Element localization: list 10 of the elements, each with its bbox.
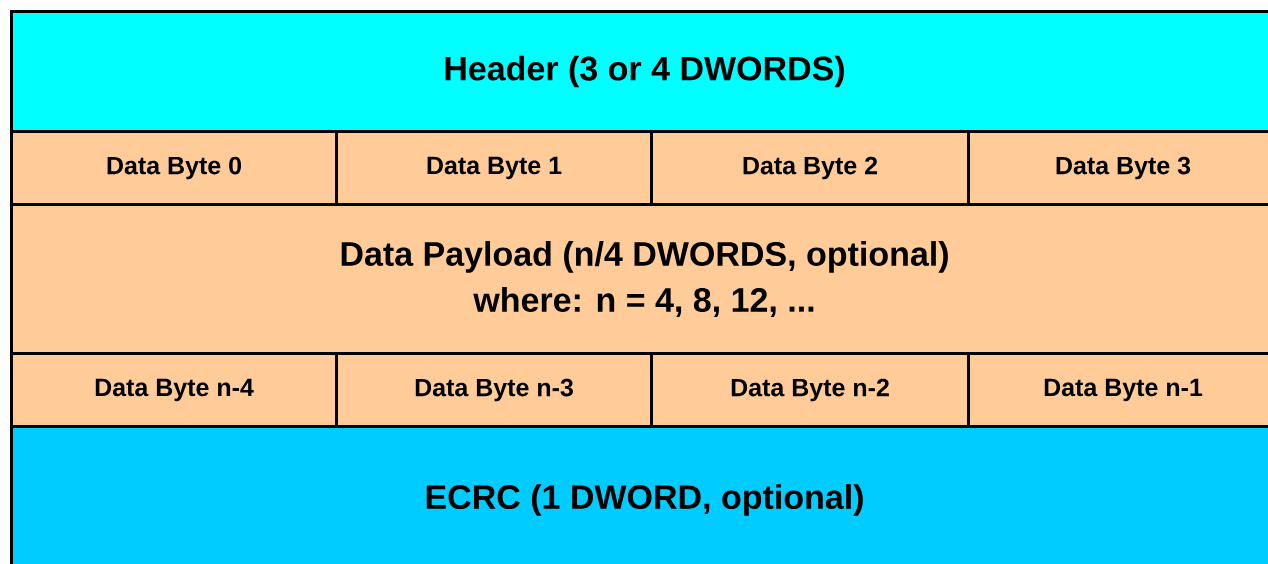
byte-cell: Data Byte 1 [335, 130, 653, 206]
byte-cell: Data Byte n-2 [650, 352, 970, 428]
byte-cell: Data Byte n-4 [10, 352, 338, 428]
byte-cell: Data Byte 2 [650, 130, 970, 206]
byte-cell: Data Byte 0 [10, 130, 338, 206]
header-band: Header (3 or 4 DWORDS) [10, 10, 1268, 133]
ecrc-band: ECRC (1 DWORD, optional) [10, 425, 1268, 564]
byte-cell: Data Byte 3 [967, 130, 1268, 206]
byte-cell: Data Byte n-1 [967, 352, 1268, 428]
byte-cell: Data Byte n-3 [335, 352, 653, 428]
